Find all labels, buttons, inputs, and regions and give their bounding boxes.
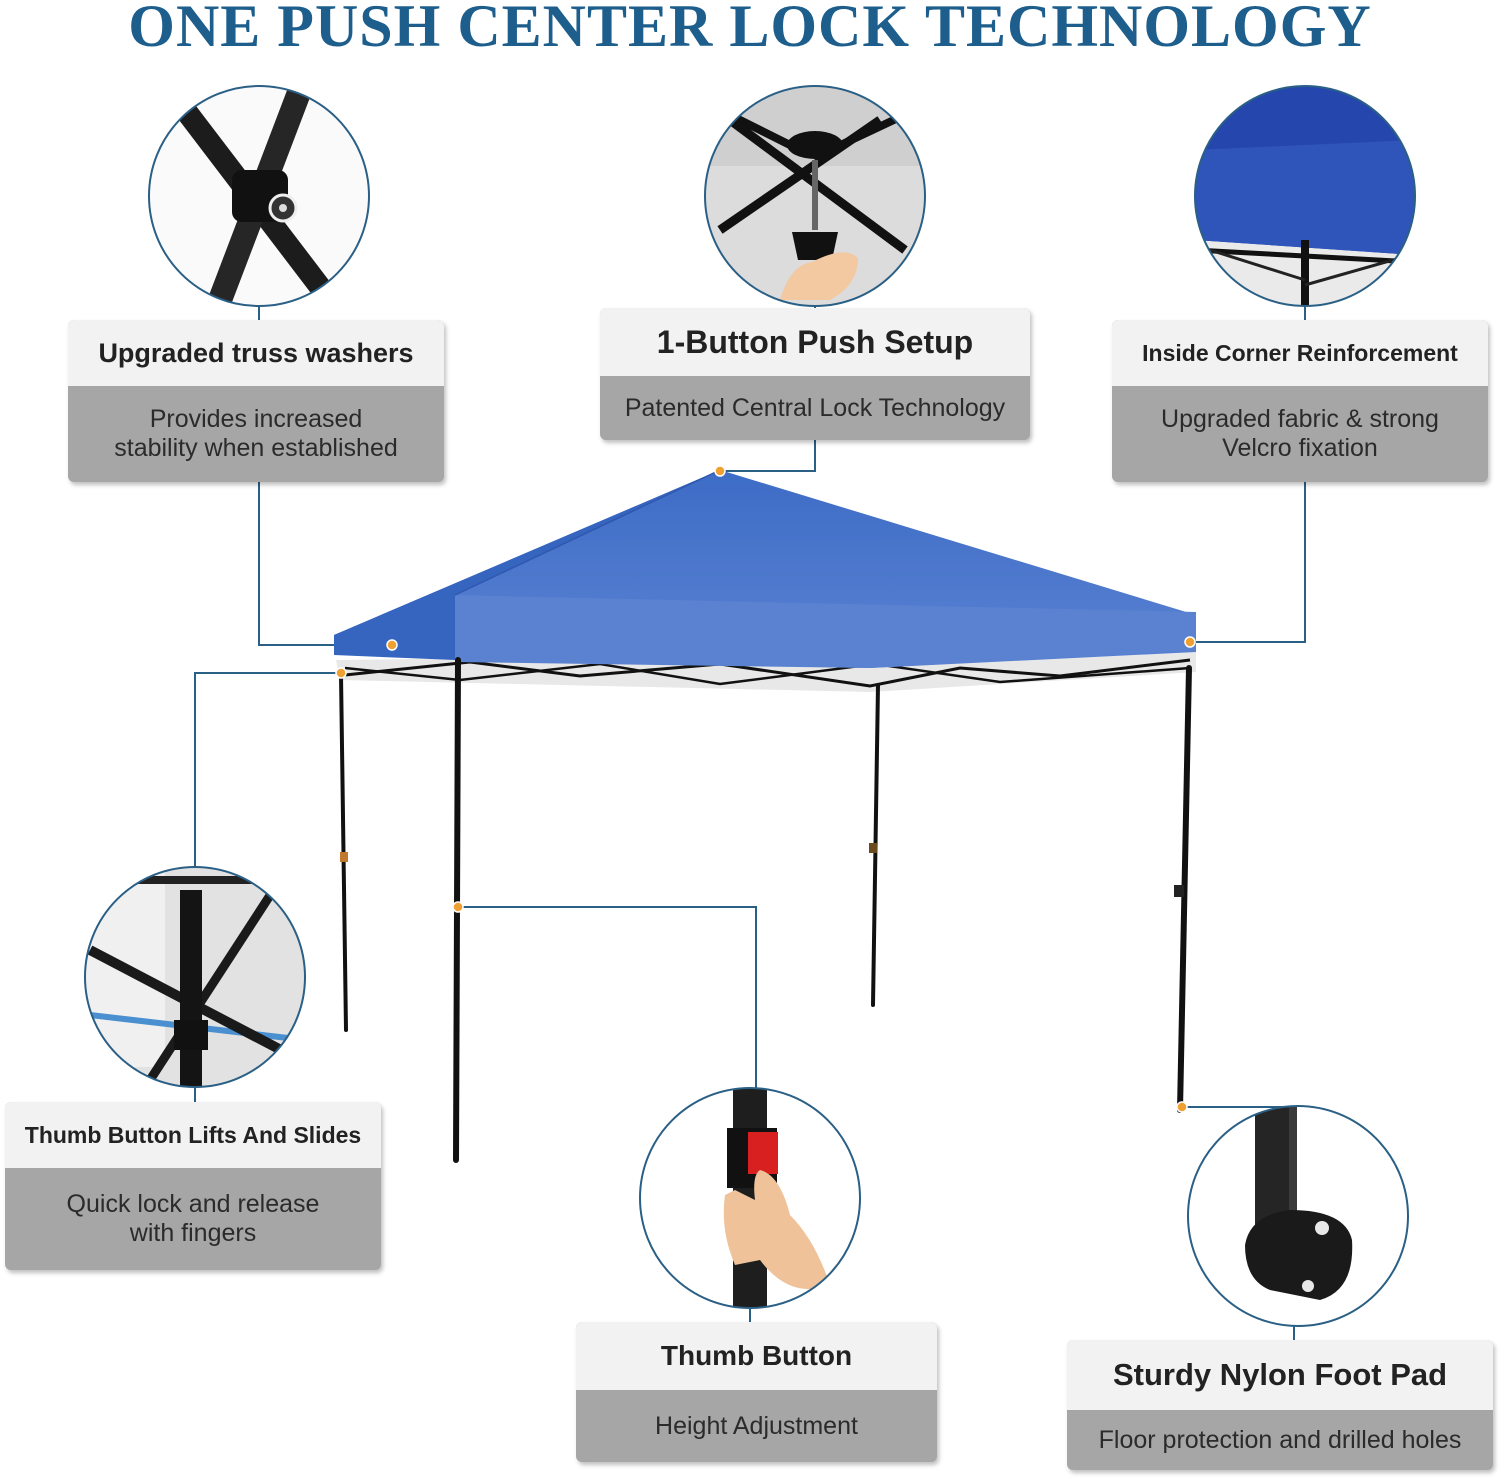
marker-dot bbox=[335, 667, 347, 679]
feature-description: Quick lock and release with fingers bbox=[66, 1190, 320, 1247]
marker-dot bbox=[1184, 636, 1196, 648]
canopy-ridge bbox=[454, 469, 721, 596]
feature-card-foot: Sturdy Nylon Foot Pad Floor protection a… bbox=[1067, 1340, 1493, 1470]
feature-card-truss: Upgraded truss washers Provides increase… bbox=[68, 320, 444, 482]
feature-description: Floor protection and drilled holes bbox=[1098, 1425, 1462, 1454]
feature-description: Upgraded fabric & strong Velcro fixation bbox=[1161, 405, 1439, 462]
detail-circle-setup bbox=[704, 85, 926, 307]
detail-circle-corner bbox=[1194, 85, 1416, 307]
feature-title: Thumb Button Lifts And Slides bbox=[5, 1102, 381, 1168]
leader-line-thumb bbox=[458, 906, 757, 1088]
marker-dot bbox=[714, 465, 726, 477]
leg-clip bbox=[1174, 885, 1184, 897]
leader-line-corner-lower bbox=[1190, 482, 1306, 643]
feature-card-thumb: Thumb Button Height Adjustment bbox=[576, 1322, 937, 1462]
feature-title: Thumb Button bbox=[576, 1322, 937, 1390]
feature-card-corner: Inside Corner Reinforcement Upgraded fab… bbox=[1112, 320, 1488, 482]
feature-description: Height Adjustment bbox=[655, 1411, 858, 1440]
leader-line-setup-lower bbox=[720, 440, 816, 472]
marker-dot bbox=[452, 901, 464, 913]
detail-circle-foot bbox=[1187, 1105, 1409, 1327]
canopy-tent bbox=[334, 465, 1196, 1163]
detail-circle-truss bbox=[148, 85, 370, 307]
feature-title: Sturdy Nylon Foot Pad bbox=[1067, 1340, 1493, 1410]
marker-dot bbox=[386, 639, 398, 651]
feature-card-setup: 1-Button Push Setup Patented Central Loc… bbox=[600, 308, 1030, 440]
feature-title: Inside Corner Reinforcement bbox=[1112, 320, 1488, 386]
page-title: ONE PUSH CENTER LOCK TECHNOLOGY bbox=[128, 0, 1372, 59]
feature-title: Upgraded truss washers bbox=[68, 320, 444, 386]
detail-circle-thumb bbox=[639, 1087, 861, 1309]
leg-clip bbox=[869, 843, 877, 853]
canopy-valance-front bbox=[455, 595, 1196, 668]
leg-clip bbox=[340, 852, 348, 862]
marker-dot bbox=[1176, 1101, 1188, 1113]
detail-circle-lift bbox=[84, 866, 306, 1088]
feature-description: Provides increased stability when establ… bbox=[114, 405, 398, 462]
feature-title: 1-Button Push Setup bbox=[600, 308, 1030, 376]
feature-card-lift: Thumb Button Lifts And Slides Quick lock… bbox=[5, 1102, 381, 1270]
canopy-roof-left-face bbox=[334, 470, 720, 660]
leader-line-lift bbox=[194, 672, 341, 867]
leg-front-right bbox=[1177, 665, 1192, 1113]
feature-description: Patented Central Lock Technology bbox=[624, 393, 1006, 422]
